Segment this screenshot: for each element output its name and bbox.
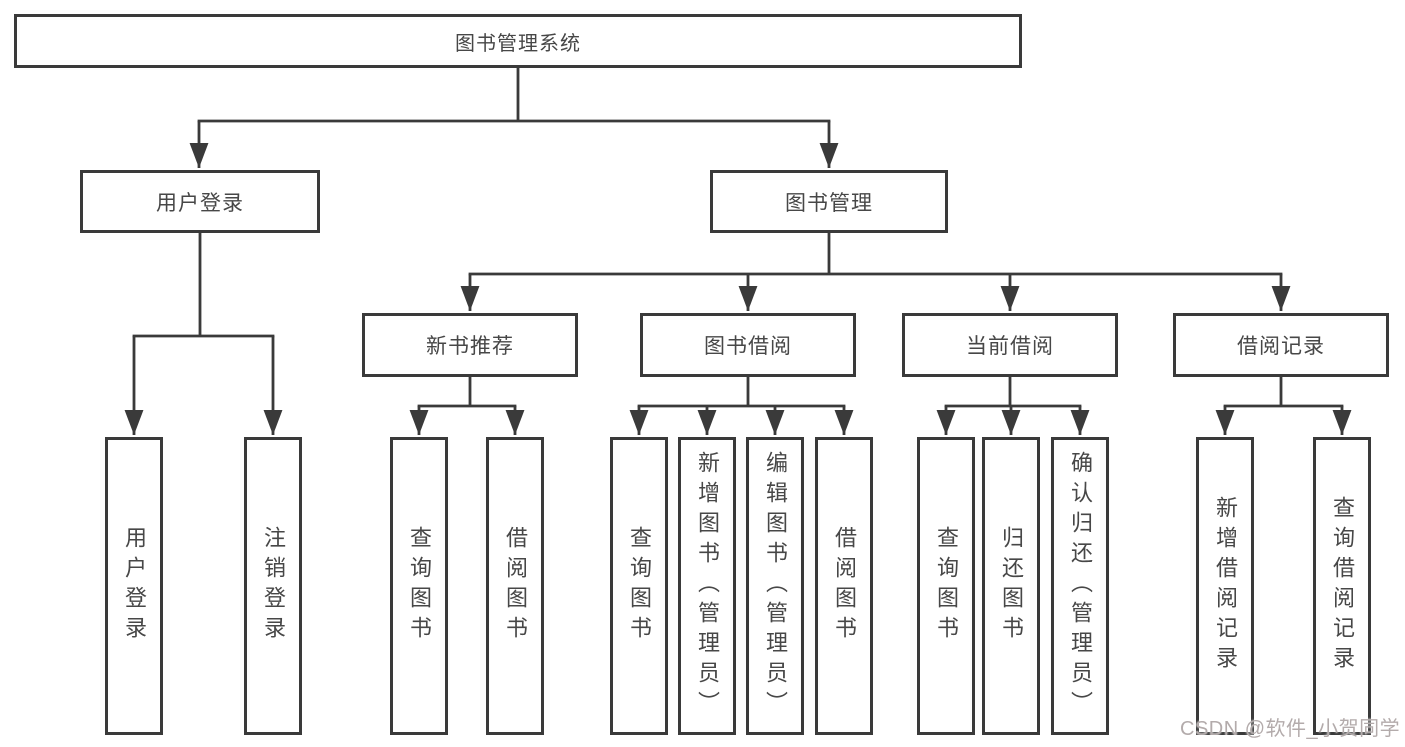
watermark: CSDN @软件_小贺同学 — [1180, 718, 1401, 740]
node-label: 新书推荐 — [426, 335, 514, 358]
leaf-label: 借阅图书 — [832, 526, 857, 646]
leaf-label: 用户登录 — [122, 526, 147, 646]
connector-current-borrow — [936, 377, 1090, 435]
leaf-label: 确认归还（管理员） — [1068, 451, 1093, 721]
connector-book-borrow — [629, 377, 854, 435]
leaf-logout: 注销登录 — [244, 437, 302, 735]
leaf-label: 查询图书 — [407, 526, 432, 646]
node-label: 图书管理 — [785, 191, 873, 215]
connector-book-management — [460, 233, 1291, 311]
leaf-add-book-admin: 新增图书（管理员） — [678, 437, 736, 735]
leaf-query-books-borrow: 查询图书 — [610, 437, 668, 735]
leaf-query-books-recommend: 查询图书 — [390, 437, 448, 735]
leaf-edit-book-admin: 编辑图书（管理员） — [746, 437, 804, 735]
leaf-query-books-current: 查询图书 — [917, 437, 975, 735]
leaf-label: 查询借阅记录 — [1330, 496, 1355, 676]
node-book-management: 图书管理 — [710, 170, 948, 233]
leaf-label: 新增图书（管理员） — [695, 451, 720, 721]
leaf-label: 查询图书 — [934, 526, 959, 646]
leaf-add-borrow-record: 新增借阅记录 — [1196, 437, 1254, 735]
leaf-return-book: 归还图书 — [982, 437, 1040, 735]
leaf-label: 注销登录 — [261, 526, 286, 646]
leaf-borrow-books-recommend: 借阅图书 — [486, 437, 544, 735]
node-user-login: 用户登录 — [80, 170, 320, 233]
node-label: 图书借阅 — [704, 335, 792, 358]
leaf-borrow-books: 借阅图书 — [815, 437, 873, 735]
leaf-user-login: 用户登录 — [105, 437, 163, 735]
leaf-confirm-return-admin: 确认归还（管理员） — [1051, 437, 1109, 735]
leaf-label: 借阅图书 — [503, 526, 528, 646]
node-label: 借阅记录 — [1237, 335, 1325, 358]
connector-root — [189, 68, 839, 168]
node-library-management-system: 图书管理系统 — [14, 14, 1022, 68]
leaf-label: 查询图书 — [627, 526, 652, 646]
connector-new-book-recommend — [409, 377, 525, 435]
node-current-borrow: 当前借阅 — [902, 313, 1118, 377]
connector-borrow-records — [1215, 377, 1352, 435]
node-book-borrow: 图书借阅 — [640, 313, 856, 377]
node-label: 当前借阅 — [966, 335, 1054, 358]
leaf-label: 归还图书 — [999, 526, 1024, 646]
node-label: 用户登录 — [156, 191, 244, 215]
leaf-label: 编辑图书（管理员） — [763, 451, 788, 721]
node-borrow-records: 借阅记录 — [1173, 313, 1389, 377]
leaf-query-borrow-record: 查询借阅记录 — [1313, 437, 1371, 735]
node-new-book-recommend: 新书推荐 — [362, 313, 578, 377]
connector-user-login — [124, 233, 283, 435]
leaf-label: 新增借阅记录 — [1213, 496, 1238, 676]
node-label: 图书管理系统 — [455, 32, 581, 55]
